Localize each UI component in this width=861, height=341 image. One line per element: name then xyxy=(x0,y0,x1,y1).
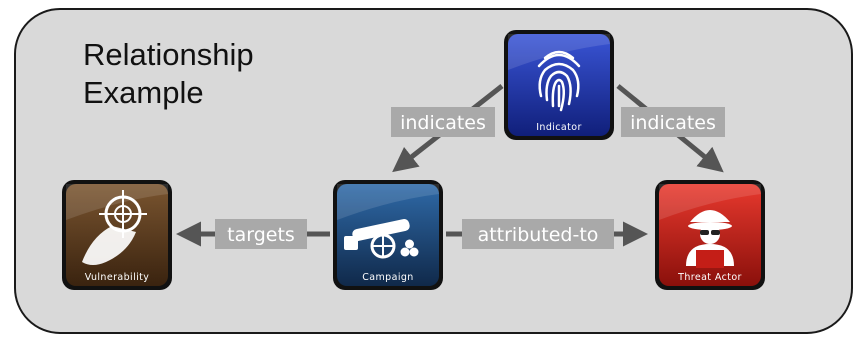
edge-label-bg xyxy=(391,107,495,137)
edge-label-attributed-to: attributed-to xyxy=(478,224,599,246)
edge-targets: targets xyxy=(176,219,330,249)
title-line-2: Example xyxy=(83,75,204,110)
edge-indicates-right: indicates xyxy=(616,84,725,173)
fingerprint-icon xyxy=(537,50,581,112)
edge-label-indicates-right: indicates xyxy=(630,112,716,134)
node-indicator: Indicator xyxy=(504,30,614,140)
node-label-threat-actor: Threat Actor xyxy=(677,272,742,283)
edge-label-targets: targets xyxy=(227,224,295,246)
edge-label-bg xyxy=(462,219,614,249)
edge-indicates-left: indicates xyxy=(391,84,504,173)
edge-attributed-to: attributed-to xyxy=(446,219,648,249)
node-threat-actor: Threat Actor xyxy=(655,180,765,290)
hacker-icon xyxy=(686,210,734,268)
node-label-campaign: Campaign xyxy=(362,272,413,283)
node-label-vulnerability: Vulnerability xyxy=(85,272,150,283)
target-icon xyxy=(82,190,147,265)
diagram-title: Relationship Example xyxy=(83,36,254,112)
node-label-indicator: Indicator xyxy=(536,122,582,133)
node-vulnerability: Vulnerability xyxy=(62,180,172,290)
node-campaign: Campaign xyxy=(333,180,443,290)
edge-label-bg xyxy=(215,219,307,249)
edge-label-indicates-left: indicates xyxy=(400,112,486,134)
title-line-1: Relationship xyxy=(83,37,254,72)
cannon-icon xyxy=(344,219,419,259)
edge-label-bg xyxy=(621,107,725,137)
